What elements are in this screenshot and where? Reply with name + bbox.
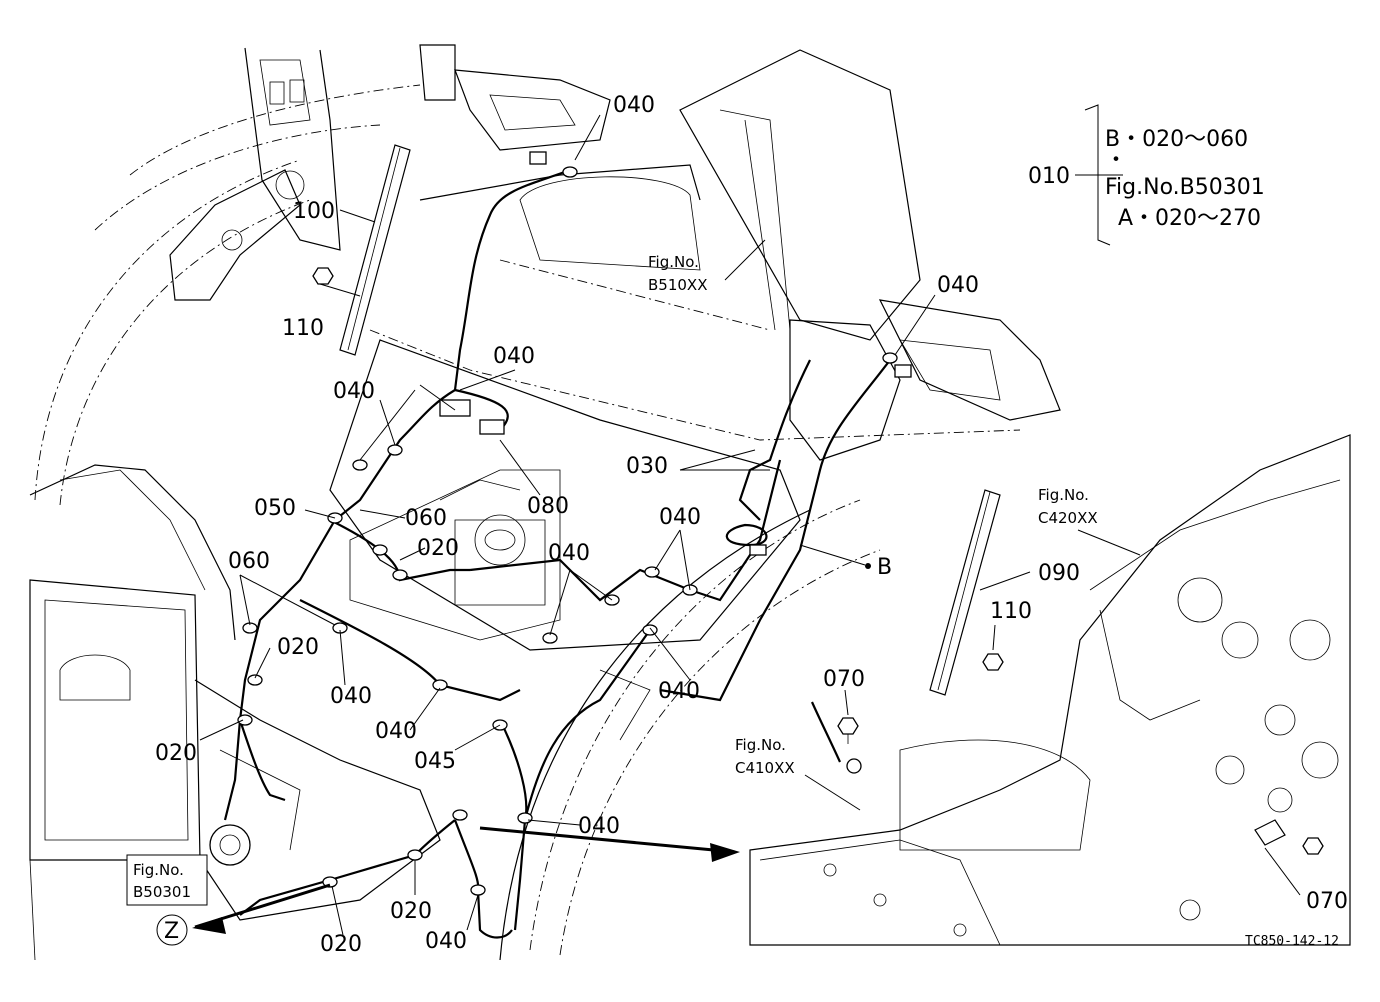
- ref-fig-b50301-box: [126, 854, 208, 906]
- callout-040-low2: 040: [375, 719, 417, 744]
- callout-b-dot: [865, 563, 871, 569]
- part-labels: 040 100 110 Fig.No. B510XX 040 040 040 0…: [126, 93, 1348, 957]
- legend-line-1: B・020～060: [1105, 127, 1248, 152]
- ref-fig-c420-line2: C420XX: [1038, 509, 1098, 527]
- ref-fig-c420-line1: Fig.No.: [1038, 486, 1089, 504]
- callout-020-left: 020: [277, 635, 319, 660]
- callout-110-right: 110: [990, 599, 1032, 624]
- callout-040-center2: 040: [548, 541, 590, 566]
- ref-fig-c410-line1: Fig.No.: [735, 736, 786, 754]
- ref-fig-b510-line2: B510XX: [648, 276, 707, 294]
- callout-040-low: 040: [330, 684, 372, 709]
- wiring-harness: [209, 151, 912, 939]
- drawing-code: TC850-142-12: [1245, 934, 1339, 949]
- callout-060-left: 060: [228, 549, 270, 574]
- ref-fig-b50301-line2: B50301: [133, 883, 191, 901]
- ref-fig-b510-line1: Fig.No.: [648, 253, 699, 271]
- legend-item-number: 010: [1028, 164, 1070, 189]
- callout-070-top: 070: [823, 667, 865, 692]
- callout-070-right: 070: [1306, 889, 1348, 914]
- callout-040-mid: 040: [493, 344, 535, 369]
- callout-040-bottom: 040: [425, 929, 467, 954]
- callout-040-bottom-mid: 040: [578, 814, 620, 839]
- callout-045: 045: [414, 749, 456, 774]
- callout-020-bottom2: 020: [320, 932, 362, 957]
- callout-020-mid: 020: [417, 536, 459, 561]
- view-z-label: Z: [164, 919, 179, 944]
- callout-020-bottom1: 020: [390, 899, 432, 924]
- callout-090: 090: [1038, 561, 1080, 586]
- view-z-circle: [156, 914, 188, 946]
- callout-040-top: 040: [613, 93, 655, 118]
- callout-030: 030: [626, 454, 668, 479]
- leader-lines: [192, 104, 1301, 936]
- ref-fig-b50301-line1: Fig.No.: [133, 861, 184, 879]
- callout-040-center: 040: [659, 505, 701, 530]
- ref-fig-c410-line2: C410XX: [735, 759, 795, 777]
- callout-100: 100: [293, 199, 335, 224]
- callout-020-lower-left: 020: [155, 741, 197, 766]
- callout-040-left: 040: [333, 379, 375, 404]
- legend-dot: ・: [1105, 148, 1127, 173]
- legend-line-3: A・020～270: [1118, 206, 1261, 231]
- part-legend: 010 B・020～060 ・ Fig.No.B50301 A・020～270: [1028, 127, 1265, 231]
- callout-050: 050: [254, 496, 296, 521]
- callout-080: 080: [527, 494, 569, 519]
- callout-060-mid: 060: [405, 506, 447, 531]
- callout-110-left: 110: [282, 316, 324, 341]
- callout-040-right-low: 040: [658, 679, 700, 704]
- callout-b: B: [877, 555, 892, 580]
- legend-line-2: Fig.No.B50301: [1105, 175, 1265, 200]
- callout-040-right-top: 040: [937, 273, 979, 298]
